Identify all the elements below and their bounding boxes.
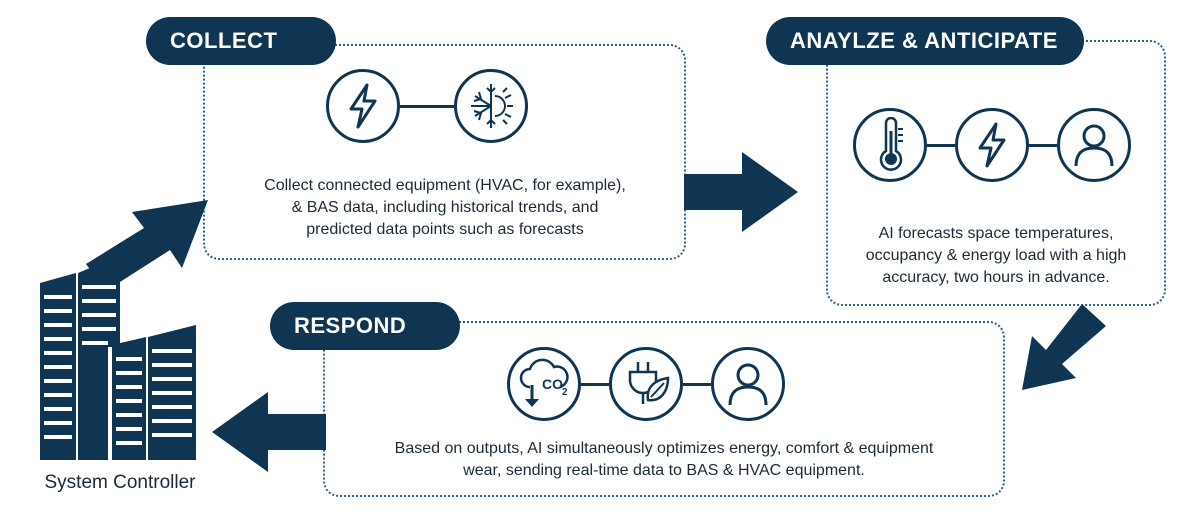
respond-title: RESPOND <box>270 302 460 350</box>
description-line: occupancy & energy load with a high <box>865 247 1127 264</box>
collect-panel <box>203 44 686 260</box>
icon-connector <box>400 105 454 108</box>
svg-text:CO: CO <box>542 376 563 392</box>
icon-connector <box>581 383 609 386</box>
description-line: Based on outputs, AI simultaneously opti… <box>394 440 934 457</box>
analyze-title: ANAYLZE & ANTICIPATE <box>766 17 1084 65</box>
lightning-icon <box>955 108 1029 182</box>
description-line: wear, sending real-time data to BAS & HV… <box>463 462 865 479</box>
description-line: accuracy, two hours in advance. <box>882 269 1110 286</box>
co2-cloud-icon: CO 2 <box>507 347 581 421</box>
description-line: & BAS data, including historical trends,… <box>291 199 599 216</box>
icon-connector <box>927 144 955 147</box>
icon-connector <box>1029 144 1057 147</box>
thermometer-icon <box>853 108 927 182</box>
icon-connector <box>683 383 711 386</box>
person-icon <box>711 347 785 421</box>
respond-description: Based on outputs, AI simultaneously opti… <box>330 438 998 482</box>
collect-description: Collect connected equipment (HVAC, for e… <box>210 175 680 241</box>
description-line: predicted data points such as forecasts <box>306 221 584 238</box>
plug-leaf-icon <box>609 347 683 421</box>
arrow-right-icon <box>684 152 798 232</box>
arrow-down-left-icon <box>1022 304 1106 390</box>
buildings-icon <box>40 255 196 460</box>
description-line: Collect connected equipment (HVAC, for e… <box>264 177 626 194</box>
lightning-icon <box>326 69 400 143</box>
system-controller-label: System Controller <box>44 472 196 493</box>
sun-snowflake-icon <box>454 69 528 143</box>
svg-text:2: 2 <box>562 387 568 398</box>
description-line: AI forecasts space temperatures, <box>878 225 1114 242</box>
arrow-left-icon <box>212 392 326 472</box>
person-icon <box>1057 108 1131 182</box>
collect-title: COLLECT <box>146 17 336 65</box>
analyze-description: AI forecasts space temperatures, occupan… <box>830 223 1162 289</box>
